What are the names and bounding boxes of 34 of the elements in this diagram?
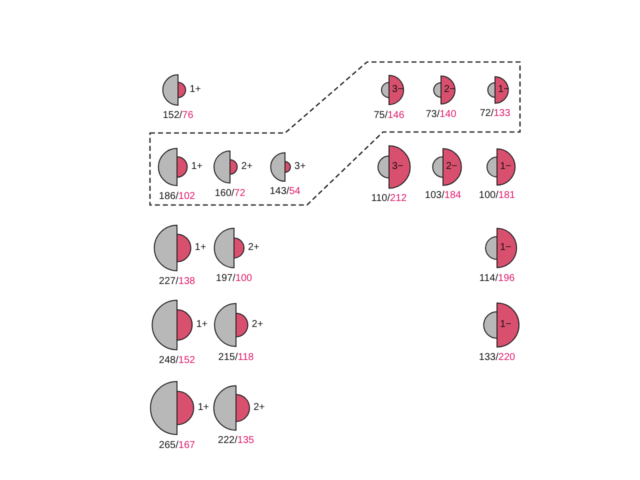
radius-label: 227/138 [158,276,196,288]
radius-label: 75/146 [374,110,404,122]
radius-label: 222/135 [218,435,254,448]
radius-label: 160/72 [214,188,246,200]
charge-label: 3− [392,161,404,173]
radius-label: 186/102 [158,190,196,203]
radius-label: 215/118 [218,352,254,364]
charge-label: 1+ [196,319,208,331]
charge-label: 1+ [198,402,210,414]
charge-label: 3− [392,84,404,96]
charge-label: 2+ [241,161,253,173]
charge-label: 1+ [194,242,206,254]
charge-label: 2+ [254,402,265,414]
radius-label: 103/184 [424,190,462,202]
radius-label: 100/181 [478,190,516,202]
radius-label: 143/54 [270,186,300,198]
charge-label: 2+ [248,242,260,254]
radius-label: 110/212 [371,193,407,206]
charge-label: 1− [500,242,512,254]
radius-label: 133/220 [478,352,516,364]
charge-label: 2+ [252,319,264,331]
radius-label: 114/196 [479,272,515,285]
charge-label: 3+ [294,161,306,173]
charge-label: 1+ [190,84,201,96]
radius-label: 73/140 [426,109,456,121]
radius-label: 72/133 [480,108,510,120]
charge-label: 2− [446,161,458,173]
radius-label: 197/100 [216,272,252,285]
radius-label: 248/152 [158,354,196,367]
charge-label: 1− [500,319,512,331]
radius-label: 152/76 [162,110,194,122]
radius-label: 265/167 [158,440,196,452]
charge-label: 1+ [191,161,203,173]
charge-label: 1− [500,161,512,173]
